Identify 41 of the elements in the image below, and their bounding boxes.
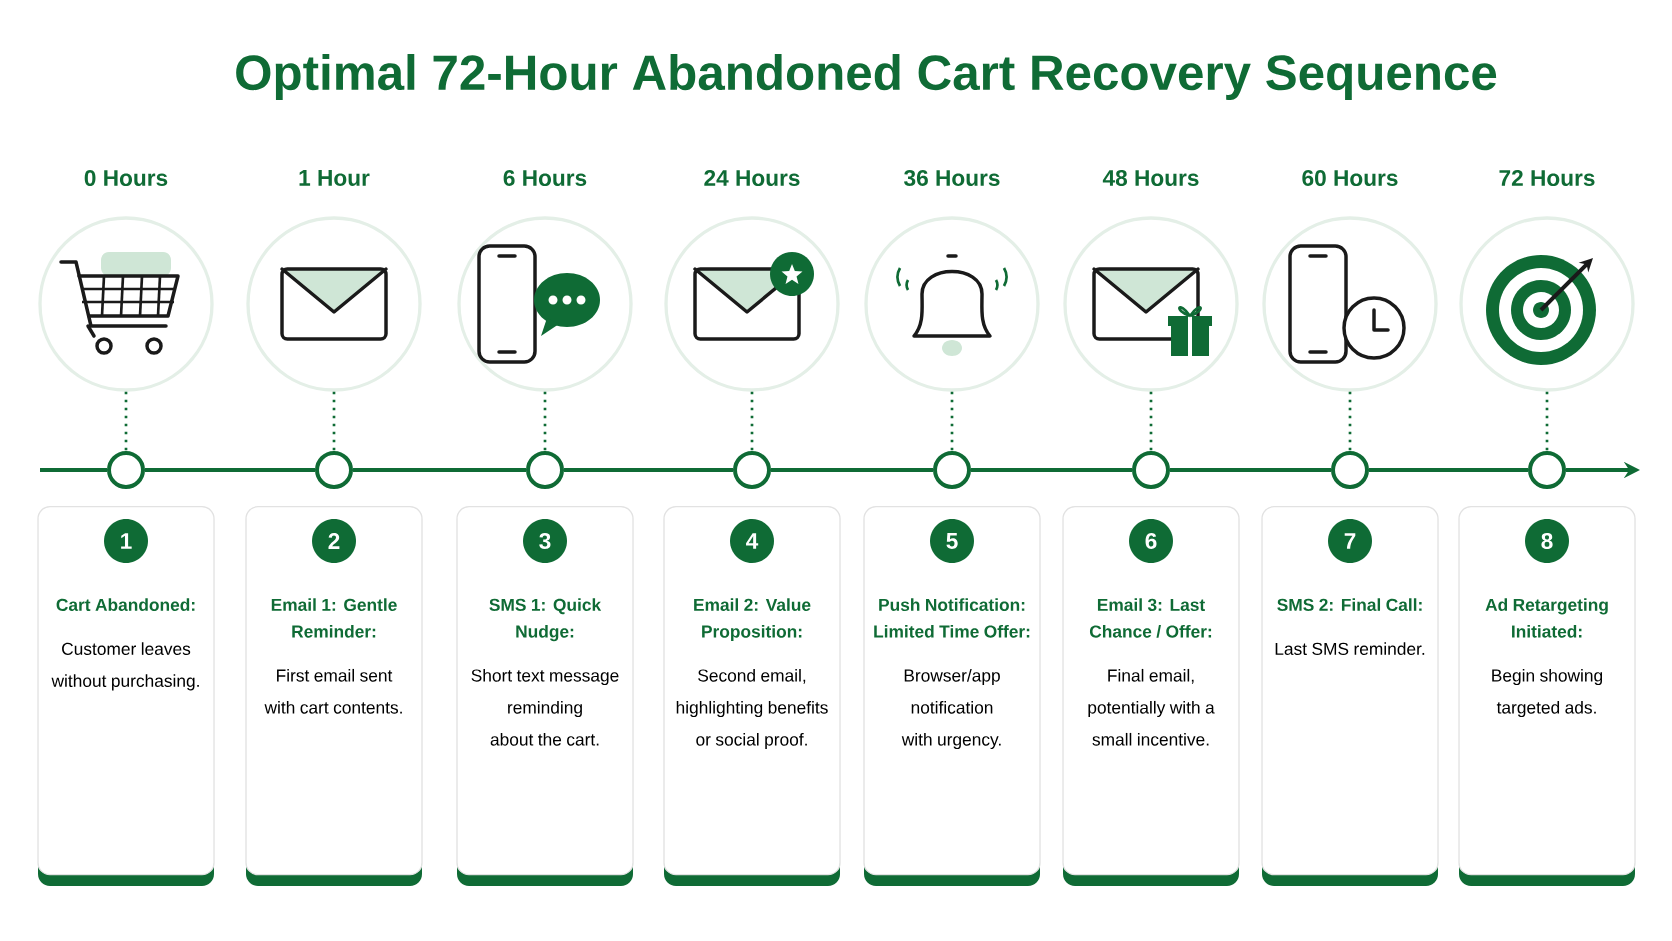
timeline-marker [933, 451, 971, 489]
timeline-marker [107, 451, 145, 489]
timeline-marker [733, 451, 771, 489]
timeline-marker [1331, 451, 1369, 489]
dotted-connector [124, 391, 128, 451]
number-badge: 1 [104, 519, 148, 563]
time-label: 6 Hours [503, 169, 587, 187]
timeline-marker [526, 451, 564, 489]
time-label: 36 Hours [904, 169, 1000, 187]
time-label: 72 Hours [1499, 169, 1595, 187]
dotted-connector [750, 391, 754, 451]
dotted-connector [950, 391, 954, 451]
dotted-connector [1149, 391, 1153, 451]
timeline-line [353, 468, 526, 472]
number-badge: 5 [930, 519, 974, 563]
timeline-marker [1528, 451, 1566, 489]
number-badge: 4 [730, 519, 774, 563]
timeline-line [564, 468, 733, 472]
timeline-marker [315, 451, 353, 489]
time-label: 60 Hours [1302, 169, 1398, 187]
number-badge: 8 [1525, 519, 1569, 563]
timeline-line [1369, 468, 1528, 472]
number-badge: 3 [523, 519, 567, 563]
dotted-connector [332, 391, 336, 451]
number-badge: 2 [312, 519, 356, 563]
timeline-line [40, 468, 107, 472]
timeline-line [771, 468, 933, 472]
time-label: 24 Hours [704, 169, 800, 187]
number-badge: 7 [1328, 519, 1372, 563]
dotted-connector [543, 391, 547, 451]
title: Optimal 72-Hour Abandoned Cart Recovery Sequence [236, 54, 1497, 100]
number-badge: 6 [1129, 519, 1173, 563]
time-label: 48 Hours [1102, 169, 1199, 187]
timeline-marker [1132, 451, 1170, 489]
timeline-line [971, 468, 1132, 472]
dotted-connector [1348, 391, 1352, 451]
time-label: 0 Hours [84, 169, 168, 187]
timeline-line [1170, 468, 1331, 472]
dotted-connector [1545, 391, 1549, 451]
timeline-line [145, 468, 315, 472]
time-label: 1 Hour [299, 170, 370, 186]
